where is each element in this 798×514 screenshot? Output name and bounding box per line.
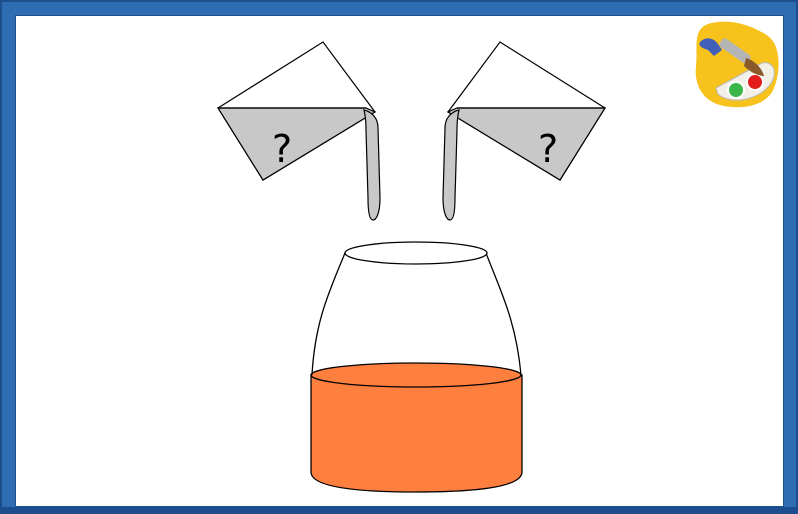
jar-liquid — [311, 375, 522, 492]
left-pitcher[interactable]: ? — [218, 42, 375, 180]
paint-palette-icon — [688, 14, 784, 110]
right-pour-stream — [443, 110, 459, 220]
bottom-strip — [0, 507, 798, 514]
jar-opening — [345, 242, 487, 264]
right-pitcher-label: ? — [538, 127, 558, 171]
left-pitcher-label: ? — [272, 127, 292, 171]
jar-liquid-surface — [311, 363, 521, 387]
mixing-jar[interactable] — [311, 242, 522, 492]
paint-palette-button[interactable] — [688, 14, 784, 110]
left-pour-stream — [364, 110, 380, 220]
right-pitcher[interactable]: ? — [448, 42, 605, 180]
